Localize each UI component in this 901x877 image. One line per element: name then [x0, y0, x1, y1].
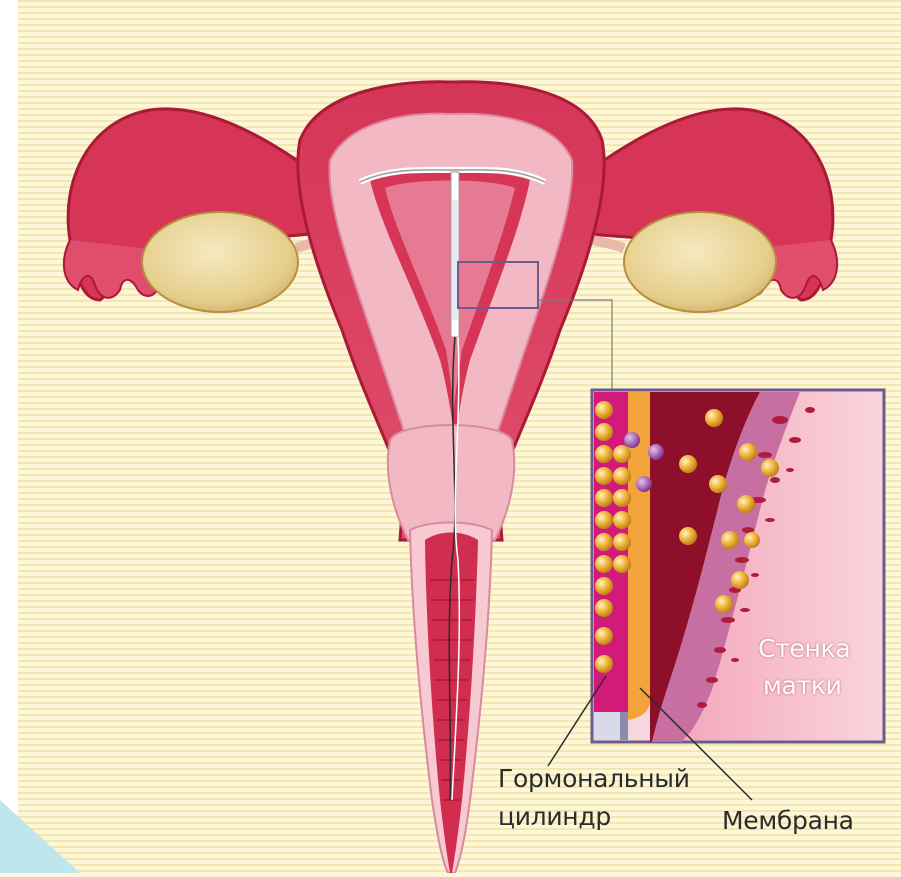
left-ovary: [142, 212, 298, 312]
membrane-label: Мембрана: [722, 806, 854, 836]
hormone-cylinder-label: Гормональный: [498, 764, 690, 794]
uterine-wall-label: Стенка: [758, 634, 850, 664]
left-edge: [0, 0, 18, 873]
hormone-cylinder-label-2: цилиндр: [498, 802, 611, 832]
right-ovary: [624, 212, 776, 312]
uterine-wall-label-2: матки: [763, 671, 842, 701]
